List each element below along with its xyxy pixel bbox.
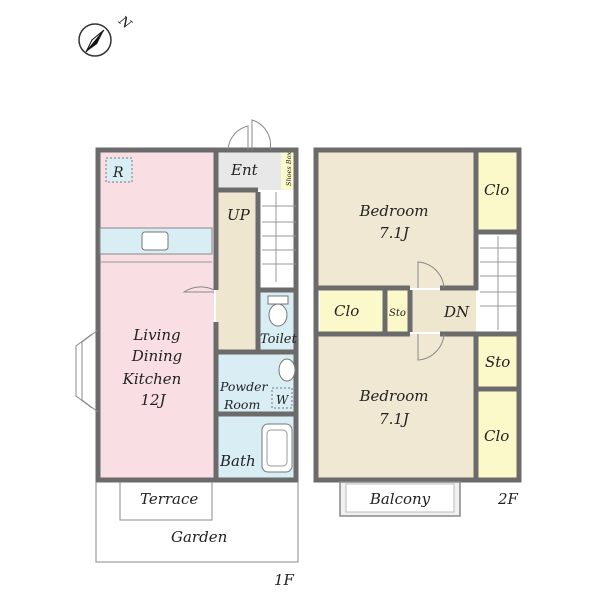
closet-bottom bbox=[476, 390, 517, 478]
storage-small bbox=[386, 290, 410, 332]
ldk-label-line1: Living bbox=[132, 326, 180, 344]
garden-label: Garden bbox=[171, 528, 227, 546]
washer-icon bbox=[271, 387, 293, 409]
first-floor: R Ent Shoes Box UP Living Dining K bbox=[75, 119, 299, 589]
bedroom-bottom-size: 7.1J bbox=[379, 410, 410, 428]
hall-2f bbox=[410, 290, 476, 332]
washbasin-icon bbox=[278, 358, 296, 382]
balcony-label: Balcony bbox=[369, 490, 431, 508]
washer-label: W bbox=[276, 393, 290, 407]
sink-icon bbox=[141, 231, 169, 251]
storage-right bbox=[476, 334, 517, 388]
bedroom-bottom bbox=[318, 334, 476, 478]
shoes-box bbox=[281, 150, 296, 190]
second-floor: Bedroom 7.1J Clo Clo Sto DN Sto Bedroom … bbox=[313, 147, 522, 517]
ldk-label-line2: Dining bbox=[131, 347, 183, 365]
powder-room-label-line1: Powder bbox=[219, 379, 269, 394]
floor-1f-label: 1F bbox=[274, 571, 295, 589]
closet-middle bbox=[320, 290, 384, 332]
hall-1f bbox=[216, 190, 258, 350]
bedroom-top bbox=[318, 150, 476, 288]
toilet-fixture-icon bbox=[268, 303, 288, 327]
bedroom-top-label: Bedroom bbox=[359, 202, 429, 220]
refrigerator-label: R bbox=[112, 165, 124, 181]
entrance-label: Ent bbox=[230, 161, 259, 179]
closet-bottom-label: Clo bbox=[484, 427, 509, 445]
storage-small-label: Sto bbox=[389, 308, 406, 319]
bedroom-bottom-label: Bedroom bbox=[359, 387, 429, 405]
floor-2f-label: 2F bbox=[497, 490, 519, 508]
closet-top bbox=[476, 150, 517, 230]
bath-label: Bath bbox=[219, 452, 256, 470]
storage-right-label: Sto bbox=[485, 353, 510, 371]
bedroom-top-size: 7.1J bbox=[379, 224, 410, 242]
ldk-label-line3: Kitchen bbox=[122, 370, 182, 388]
refrigerator-icon bbox=[105, 157, 133, 183]
stair-2f bbox=[476, 232, 517, 332]
compass-north-label: N bbox=[115, 13, 135, 33]
powder-room-label-line2: Room bbox=[223, 397, 260, 412]
bathtub-icon bbox=[261, 423, 293, 473]
stair-1f bbox=[258, 190, 296, 290]
closet-top-label: Clo bbox=[484, 181, 509, 199]
toilet-label: Toilet bbox=[260, 332, 297, 347]
up-label: UP bbox=[227, 206, 251, 224]
shoes-box-label: Shoes Box bbox=[285, 152, 293, 186]
compass: N bbox=[78, 13, 135, 57]
terrace-label: Terrace bbox=[140, 490, 198, 508]
closet-middle-label: Clo bbox=[334, 302, 359, 320]
ldk-room bbox=[100, 150, 214, 480]
ldk-size-label: 12J bbox=[140, 391, 166, 409]
down-label: DN bbox=[443, 303, 470, 321]
